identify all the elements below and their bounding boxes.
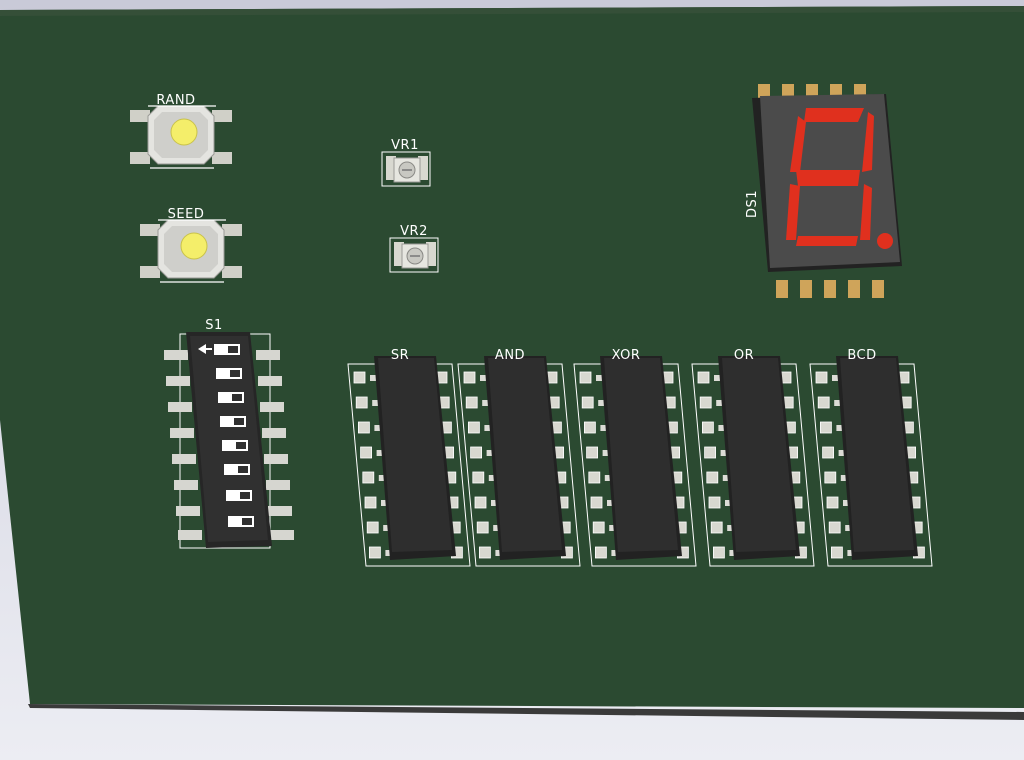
seed-label: SEED — [168, 207, 205, 222]
rand-label: RAND — [156, 93, 195, 108]
ic-and — [457, 356, 581, 567]
seed-button[interactable] — [140, 219, 242, 283]
ic-label-sr: SR — [391, 348, 409, 363]
vr1-trimmer[interactable] — [381, 151, 431, 187]
ds1-segments — [786, 108, 893, 249]
s1-dip-switch[interactable] — [164, 332, 294, 549]
ic-label-xor: XOR — [612, 348, 641, 363]
ic-bcd — [809, 356, 933, 567]
ic-label-and: AND — [495, 348, 525, 363]
vr1-label: VR1 — [391, 138, 419, 153]
ic-or — [691, 356, 815, 567]
ic-xor — [573, 356, 697, 567]
vr2-label: VR2 — [400, 224, 428, 239]
s1-label: S1 — [205, 318, 223, 333]
ds1-label: DS1 — [745, 190, 760, 218]
ic-label-bcd: BCD — [847, 348, 876, 363]
vr2-trimmer[interactable] — [389, 237, 439, 273]
ic-row: SR AND XOR OR BCD — [347, 348, 933, 567]
ic-sr — [347, 356, 471, 567]
ds1-seven-segment-display — [752, 84, 902, 298]
ic-label-or: OR — [734, 348, 754, 363]
rand-button[interactable] — [130, 105, 232, 169]
